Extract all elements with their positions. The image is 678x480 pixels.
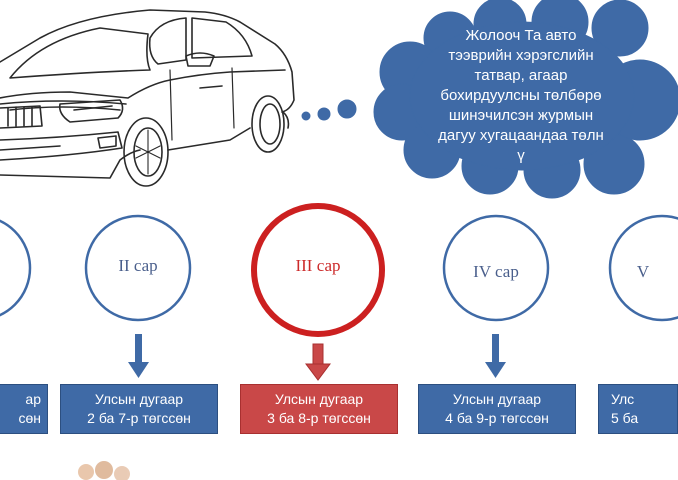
arrow-down-icon (305, 343, 331, 381)
cloud-line: шинэчилсэн журмын (448, 107, 594, 124)
cloud-line: ү (517, 147, 525, 164)
month-circle-5 (608, 214, 678, 322)
cloud-message: Жолооч Та авто тээврийн хэрэгслийн татва… (402, 26, 640, 166)
plate-box-2: Улсын дугаар 2 ба 7-р төгссөн (60, 384, 218, 434)
plate-box-line2: 2 ба 7-р төгссөн (87, 410, 191, 426)
plate-box-line2: 3 ба 8-р төгссөн (267, 410, 371, 426)
down-arrows (128, 334, 506, 381)
small-bubble-2 (316, 106, 332, 122)
plate-box-line1: Улсын дугаар (452, 391, 542, 407)
thought-bubbles (300, 98, 358, 122)
plate-box-3-active: Улсын дугаар 3 ба 8-р төгссөн (240, 384, 398, 434)
month-circle-3 (251, 203, 385, 337)
month-label: II сар (118, 256, 158, 275)
plate-box-5: Улс 5 ба (598, 384, 678, 434)
cloud-line: тээврийн хэрэгслийн (448, 47, 594, 64)
plate-box-line1: Улсын дугаар (274, 391, 364, 407)
plate-box-line2: 4 ба 9-р төгссөн (445, 410, 549, 426)
plate-box-line1: ар (25, 391, 41, 407)
speech-cloud (373, 0, 678, 199)
cloud-line: дагуу хугацаандаа төлн (438, 127, 604, 144)
month-label-active: III сар (295, 256, 341, 275)
car-illustration (0, 9, 295, 187)
month-circle-2 (84, 214, 192, 322)
arrow-down-icon (128, 334, 149, 378)
cloud-line: бохирдуулсны төлбөрө (440, 87, 602, 104)
small-bubble-1 (300, 110, 312, 122)
month-circle-4 (442, 214, 550, 322)
plate-box-line2: 5 ба (611, 410, 639, 426)
cloud-line: Жолооч Та авто (465, 27, 577, 44)
month-circles (0, 203, 678, 337)
month-circle-1 (0, 219, 32, 317)
plate-box-4: Улсын дугаар 4 ба 9-р төгссөн (418, 384, 576, 434)
partial-decoration-image (78, 461, 130, 480)
plate-box-line1: Улсын дугаар (94, 391, 184, 407)
plate-box-line1: Улс (611, 391, 635, 407)
plate-box-line2: сөн (18, 410, 41, 426)
cloud-line: татвар, агаар (474, 67, 568, 84)
plate-box-1: ар сөн (0, 384, 48, 434)
month-label: IV сар (473, 262, 519, 281)
month-label: V (636, 262, 650, 281)
arrow-down-icon (485, 334, 506, 378)
small-bubble-3 (336, 98, 358, 120)
